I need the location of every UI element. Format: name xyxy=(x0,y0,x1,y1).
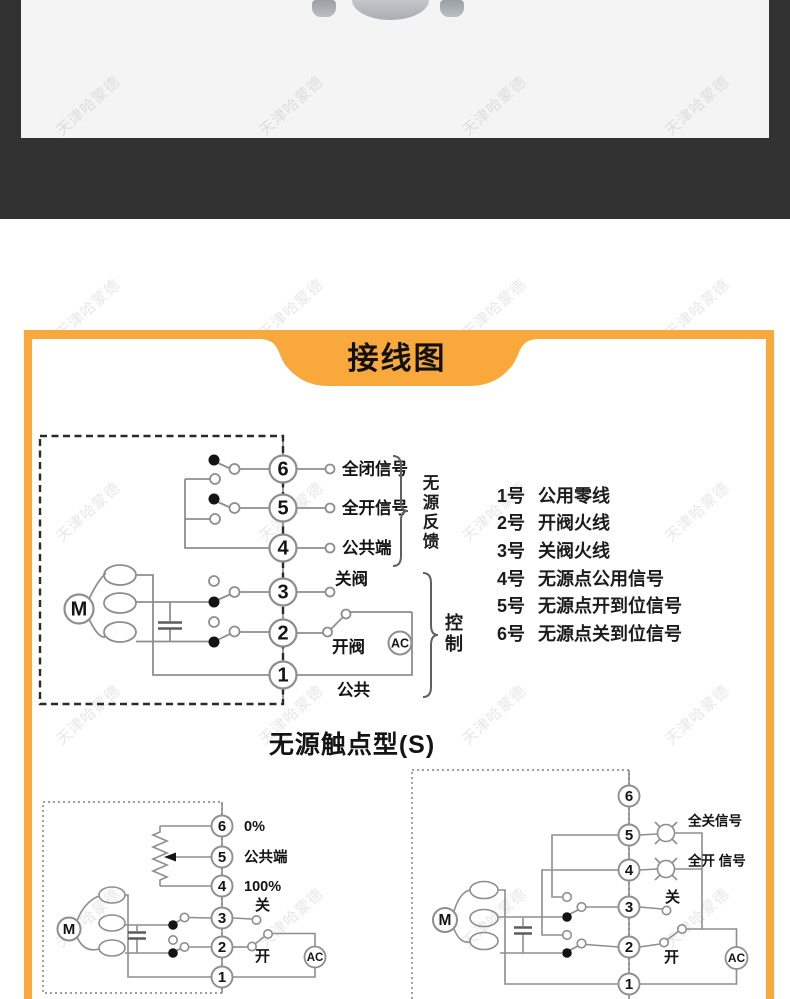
terminal-number: 1 xyxy=(218,969,226,986)
note-number: 4号 xyxy=(497,568,526,589)
page-title: 接线图 xyxy=(347,341,447,376)
ac-source-symbol xyxy=(724,946,749,970)
potentiometer-wiring-diagram: M AC 6 5 4 3 2 1 0% 公共端 100% 关 开 xyxy=(42,801,327,994)
product-photo-panel xyxy=(21,0,769,138)
note-desc: 开阀火线 xyxy=(538,513,611,534)
wiring-diagram-card xyxy=(24,330,774,999)
terminal-note: 6号无源点关到位信号 xyxy=(497,619,682,647)
terminal-number: 6 xyxy=(218,818,226,835)
motor-label: M xyxy=(439,912,452,929)
banner-ribbon xyxy=(24,330,774,386)
control-group-label: 控制 xyxy=(443,613,463,655)
terminal-note: 4号无源点公用信号 xyxy=(497,564,682,592)
label-full-open-signal: 全开 信号 xyxy=(687,853,746,869)
note-number: 5号 xyxy=(497,596,526,617)
terminal-number: 6 xyxy=(625,788,633,805)
label-close: 关 xyxy=(665,888,680,906)
note-number: 1号 xyxy=(497,485,526,506)
label-common-terminal: 公共端 xyxy=(342,537,392,557)
control-group-brace xyxy=(422,572,439,698)
motor-label: M xyxy=(63,921,76,938)
note-number: 2号 xyxy=(497,513,526,534)
feedback-group-brace xyxy=(392,455,409,567)
ac-label: AC xyxy=(307,952,324,964)
ac-source-symbol xyxy=(303,945,327,969)
label-open: 开 xyxy=(255,948,270,965)
terminal-number: 4 xyxy=(218,878,227,895)
note-desc: 无源点关到位信号 xyxy=(538,623,683,644)
label-common: 公共 xyxy=(337,680,371,699)
note-desc: 无源点公用信号 xyxy=(538,568,665,589)
label-full-close-signal: 全关信号 xyxy=(687,813,742,829)
lamp-wiring-diagram: M AC 6 5 4 3 2 1 全关信号 全开 信号 关 开 xyxy=(411,769,749,999)
valve-body-bottom xyxy=(352,0,429,20)
terminal-number: 4 xyxy=(625,862,634,879)
label-0-percent: 0% xyxy=(244,819,265,835)
terminal-number: 1 xyxy=(277,664,288,686)
motor-symbol xyxy=(56,916,82,942)
terminal-note: 2号开阀火线 xyxy=(497,509,682,537)
motor-label: M xyxy=(71,598,88,620)
ac-label: AC xyxy=(391,636,409,650)
actuator-boundary-dashed xyxy=(38,434,285,706)
dark-divider-band xyxy=(0,138,790,219)
terminal-number: 1 xyxy=(625,976,633,993)
terminal-number: 3 xyxy=(218,910,226,927)
terminal-note: 3号关阀火线 xyxy=(497,536,682,564)
terminal-number: 5 xyxy=(277,497,288,519)
terminal-notes-list: 1号公用零线 2号开阀火线 3号关阀火线 4号无源点公用信号 5号无源点开到位信… xyxy=(497,481,682,647)
actuator-boundary-dotted xyxy=(42,801,223,994)
feedback-group-label: 无源反馈 xyxy=(420,474,438,552)
wiper-arrow xyxy=(164,852,176,862)
label-full-open-signal: 全开信号 xyxy=(341,497,408,517)
terminal-number: 4 xyxy=(277,537,289,559)
label-open-valve: 开阀 xyxy=(332,636,365,656)
terminal-number: 5 xyxy=(625,827,633,844)
motor-symbol xyxy=(63,593,95,625)
terminal-note: 1号公用零线 xyxy=(497,481,682,509)
label-close: 关 xyxy=(255,896,270,914)
terminal-note: 5号无源点开到位信号 xyxy=(497,591,682,619)
valve-left-foot xyxy=(312,0,336,17)
label-close-valve: 关阀 xyxy=(335,568,368,588)
terminal-number: 5 xyxy=(218,849,226,866)
terminal-number: 6 xyxy=(277,458,288,480)
note-number: 6号 xyxy=(497,623,526,644)
diagram-caption: 无源触点型(S) xyxy=(268,731,436,759)
terminal-number: 3 xyxy=(625,899,633,916)
terminal-number: 2 xyxy=(218,939,226,956)
note-desc: 公用零线 xyxy=(538,485,611,506)
note-desc: 无源点开到位信号 xyxy=(538,596,683,617)
terminal-number: 2 xyxy=(277,622,288,644)
note-desc: 关阀火线 xyxy=(538,540,611,561)
main-wiring-diagram: M AC 6 5 4 3 2 1 全闭信号 全开信号 公共端 关阀 开阀 公共 xyxy=(38,434,439,706)
actuator-boundary-dotted xyxy=(411,769,630,999)
terminal-number: 2 xyxy=(625,939,633,956)
label-full-close-signal: 全闭信号 xyxy=(341,458,408,478)
label-common-terminal: 公共端 xyxy=(244,848,288,866)
label-100-percent: 100% xyxy=(244,879,281,895)
note-number: 3号 xyxy=(497,540,526,561)
valve-right-foot xyxy=(440,0,464,17)
terminal-number: 3 xyxy=(277,581,288,603)
ac-source-symbol xyxy=(387,630,413,656)
motor-symbol xyxy=(432,907,458,933)
ac-label: AC xyxy=(728,951,746,965)
label-open: 开 xyxy=(664,949,679,966)
